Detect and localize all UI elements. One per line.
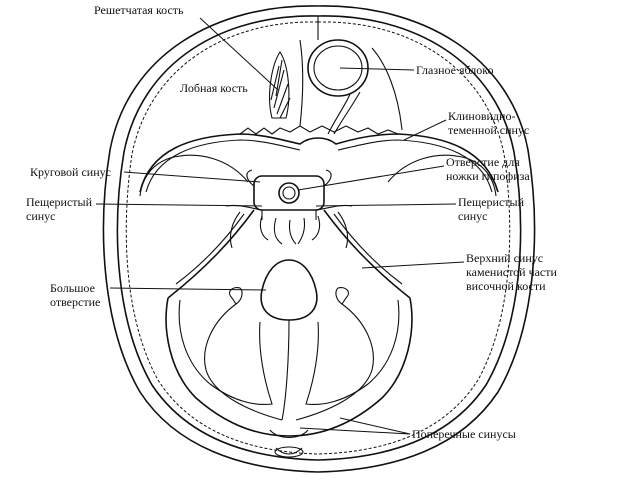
ethmoid-crista	[269, 51, 290, 119]
optic-nerve	[327, 91, 361, 135]
label-transverse-sinuses: Поперечные синусы	[412, 427, 516, 441]
leader-ethmoid	[199, 17, 279, 91]
occipital-protuberance	[274, 446, 304, 458]
orbit-wall	[299, 39, 403, 131]
label-sphenoparietal-1: Клиновидно-	[448, 109, 515, 123]
sphenoparietal-sinus-right	[387, 154, 497, 197]
internal-occipital-crest	[281, 319, 290, 421]
leader-pituitary-foramen	[297, 165, 445, 191]
confluence-of-sinuses	[269, 429, 309, 455]
posterior-fossa-inner-right	[305, 299, 400, 405]
leader-transverse-sinuses	[299, 417, 411, 435]
cribriform-edge	[239, 125, 399, 135]
leader-eyeball	[339, 67, 415, 71]
leader-petrosal-sinus	[361, 261, 465, 269]
petrous-ridge-right	[323, 209, 411, 299]
label-cavernous-left-1: Пещеристый	[26, 195, 93, 209]
petrous-ridge-left	[167, 209, 255, 299]
leader-circular-sinus	[123, 171, 261, 183]
superior-petrosal-sinus-left	[175, 213, 245, 285]
clinoid-processes	[246, 169, 332, 220]
transverse-sinus-left	[204, 303, 283, 421]
transverse-sinus-right	[295, 303, 374, 421]
label-eyeball: Глазное яблоко	[416, 63, 494, 77]
superior-petrosal-sinus-right	[333, 213, 403, 285]
leader-foramen-magnum	[109, 287, 267, 291]
circular-sinus	[253, 175, 325, 211]
label-frontal-bone: Лобная кость	[180, 81, 248, 95]
jugular-foramen-left	[229, 287, 243, 305]
label-foramen-magnum-1: Большое	[50, 281, 95, 295]
label-pituitary-foramen-2: ножки гипофиза	[446, 169, 530, 183]
posterior-fossa-outer	[165, 297, 413, 437]
leader-cavernous-left	[95, 203, 263, 207]
label-sphenoparietal-2: теменной синус	[448, 123, 529, 137]
label-cavernous-right-1: Пещеристый	[458, 195, 525, 209]
eyeball-inner	[313, 45, 363, 91]
label-cavernous-right-2: синус	[458, 209, 488, 223]
label-cavernous-left-2: синус	[26, 209, 56, 223]
clivus-hooks	[259, 215, 321, 245]
leader-sphenoparietal	[403, 119, 447, 141]
label-petrosal-sinus-1: Верхний синус	[466, 251, 543, 265]
label-pituitary-foramen-1: Отверстие для	[446, 155, 520, 169]
label-foramen-magnum-2: отверстие	[50, 295, 100, 309]
label-petrosal-sinus-2: каменистой части	[466, 265, 558, 279]
pituitary-foramen-inner	[282, 186, 296, 200]
skull-inner-contour	[116, 15, 522, 461]
posterior-fossa-inner-left	[178, 299, 273, 405]
label-circular-sinus: Круговой синус	[30, 165, 111, 179]
label-ethmoid-bone: Решетчатая кость	[94, 3, 184, 17]
eyeball-shape	[307, 39, 369, 97]
skull-outer-contour	[102, 5, 536, 473]
foramen-magnum	[260, 259, 318, 321]
clivus-outline	[229, 211, 349, 249]
jugular-foramen-right	[335, 287, 349, 305]
pituitary-foramen	[278, 182, 300, 204]
sphenoparietal-sinus-left	[139, 154, 249, 197]
ethmoid-hatch	[270, 59, 291, 119]
leader-cavernous-right	[315, 203, 457, 207]
label-petrosal-sinus-3: височной кости	[466, 279, 546, 293]
anterior-fossa-inner	[145, 139, 493, 193]
anterior-fossa-border	[139, 133, 499, 193]
